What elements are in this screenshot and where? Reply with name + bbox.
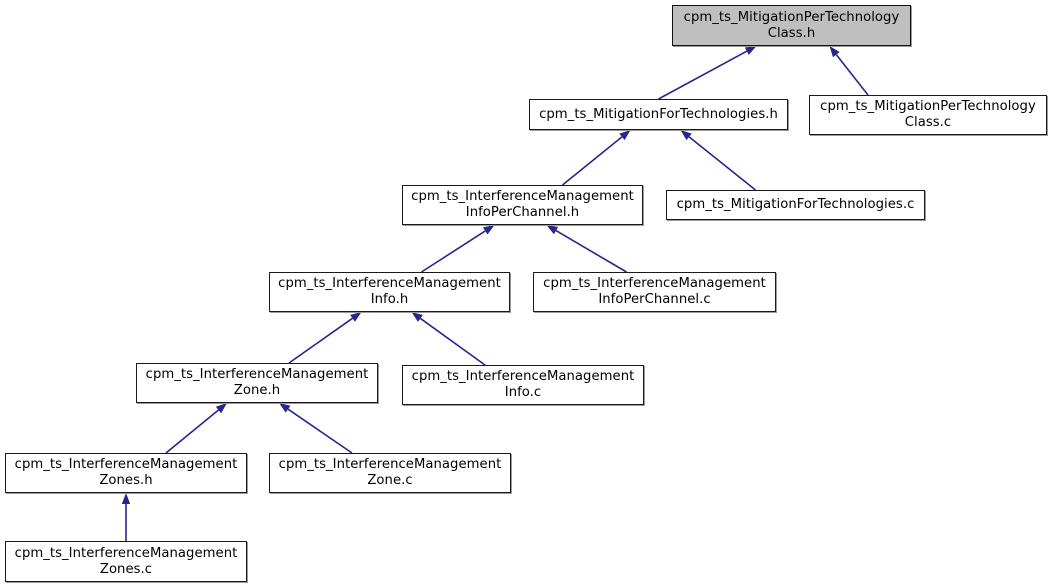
graph-node[interactable]: cpm_ts_MitigationForTechnologies.c bbox=[666, 190, 925, 220]
graph-node-label: cpm_ts_InterferenceManagement Zone.h bbox=[145, 367, 369, 398]
graph-node[interactable]: cpm_ts_InterferenceManagement Zones.c bbox=[5, 541, 247, 582]
graph-edge-arrowhead bbox=[121, 493, 131, 504]
graph-edge-line bbox=[287, 408, 353, 454]
graph-node-label: cpm_ts_InterferenceManagement InfoPerCha… bbox=[543, 276, 766, 307]
graph-edge-line bbox=[658, 50, 748, 100]
graph-node-label: cpm_ts_InterferenceManagement Zone.c bbox=[278, 457, 502, 488]
graph-node[interactable]: cpm_ts_InterferenceManagement InfoPerCha… bbox=[533, 272, 776, 312]
graph-edge-arrowhead bbox=[829, 46, 840, 58]
graph-node-label: cpm_ts_InterferenceManagement Zones.c bbox=[14, 545, 238, 577]
graph-node-label: cpm_ts_InterferenceManagement Info.c bbox=[411, 369, 635, 400]
graph-edge-arrowhead bbox=[215, 403, 227, 414]
graph-edge-arrowhead bbox=[546, 225, 559, 235]
graph-node[interactable]: cpm_ts_InterferenceManagement Zones.h bbox=[5, 453, 247, 493]
graph-node-label: cpm_ts_InterferenceManagement Info.h bbox=[278, 276, 501, 307]
graph-edge-arrowhead bbox=[680, 130, 692, 141]
graph-edge-arrowhead bbox=[350, 312, 362, 322]
graph-edge-arrowhead bbox=[482, 225, 495, 235]
graph-edge-arrowhead bbox=[744, 46, 757, 55]
graph-edge-line bbox=[835, 54, 869, 96]
graph-edge-line bbox=[561, 136, 623, 186]
graph-node[interactable]: cpm_ts_InterferenceManagement Info.h bbox=[269, 272, 510, 312]
graph-node-label: cpm_ts_InterferenceManagement InfoPerCha… bbox=[411, 189, 634, 220]
graph-edge-line bbox=[421, 230, 486, 273]
graph-edge-line bbox=[419, 317, 486, 366]
graph-node[interactable]: cpm_ts_InterferenceManagement Zone.h bbox=[136, 363, 378, 403]
graph-node[interactable]: cpm_ts_MitigationPerTechnology Class.h bbox=[672, 5, 911, 46]
graph-node-label: cpm_ts_MitigationForTechnologies.c bbox=[676, 197, 915, 212]
graph-node[interactable]: cpm_ts_InterferenceManagement InfoPerCha… bbox=[402, 185, 643, 225]
graph-edge-line bbox=[555, 229, 627, 273]
graph-node[interactable]: cpm_ts_InterferenceManagement Zone.c bbox=[269, 453, 511, 493]
graph-edge-arrowhead bbox=[411, 312, 423, 322]
graph-edge-line bbox=[288, 317, 353, 364]
graph-edge-line bbox=[165, 409, 219, 454]
graph-node-label: cpm_ts_InterferenceManagement Zones.h bbox=[14, 457, 238, 488]
graph-edge-line bbox=[688, 136, 756, 191]
graph-node-label: cpm_ts_MitigationPerTechnology Class.c bbox=[820, 99, 1036, 130]
graph-node[interactable]: cpm_ts_InterferenceManagement Info.c bbox=[402, 365, 644, 405]
graph-edge-arrowhead bbox=[619, 130, 631, 141]
graph-edge-arrowhead bbox=[279, 403, 291, 413]
graph-node-label: cpm_ts_MitigationForTechnologies.h bbox=[539, 106, 778, 122]
graph-node[interactable]: cpm_ts_MitigationForTechnologies.h bbox=[529, 99, 788, 130]
graph-node[interactable]: cpm_ts_MitigationPerTechnology Class.c bbox=[809, 95, 1047, 135]
graph-node-label: cpm_ts_MitigationPerTechnology Class.h bbox=[683, 9, 900, 41]
